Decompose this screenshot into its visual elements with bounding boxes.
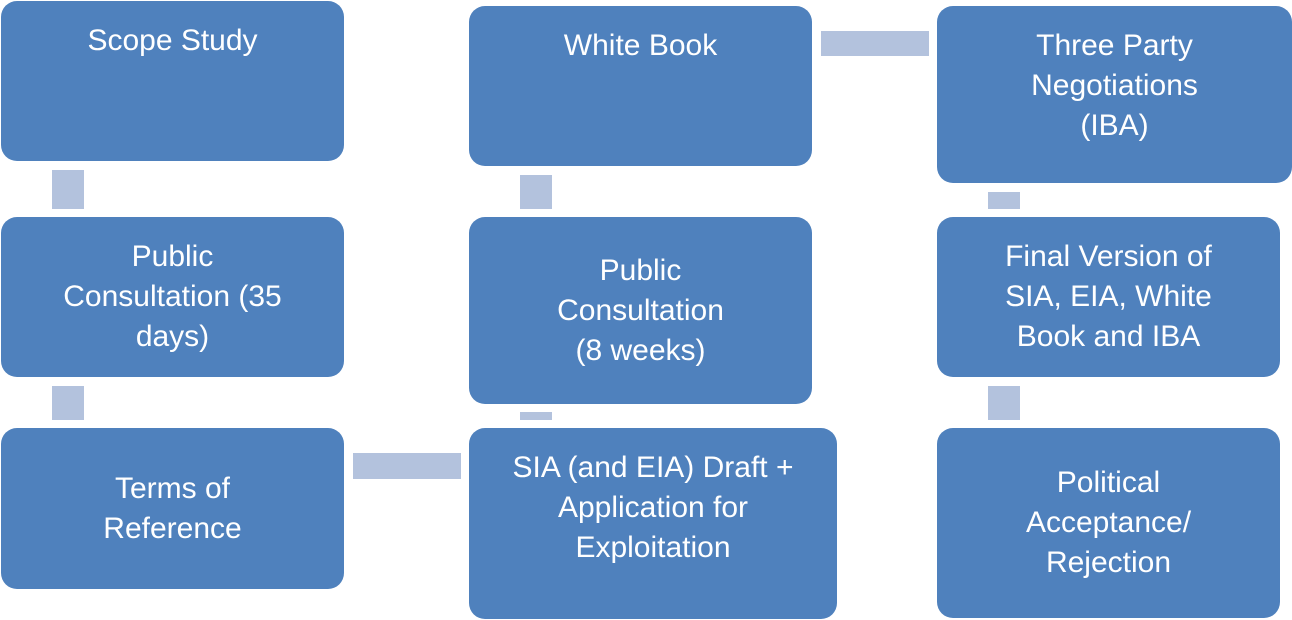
connector-sia-to-consultation8w [520,412,552,420]
node-label: Political Acceptance/ Rejection [1025,466,1192,579]
connector-consultation-to-terms [52,386,84,420]
node-label: Final Version of SIA, EIA, White Book an… [1005,240,1212,353]
node-label: SIA (and EIA) Draft + Application for Ex… [512,451,794,564]
node-sia-draft: SIA (and EIA) Draft + Application for Ex… [469,428,837,619]
node-final-version: Final Version of SIA, EIA, White Book an… [937,217,1280,377]
node-white-book: White Book [469,6,812,166]
node-public-consultation-35: Public Consultation (35 days) [1,217,344,377]
node-terms-of-reference: Terms of Reference [1,428,344,589]
node-label: Public Consultation (8 weeks) [557,253,724,367]
node-label: White Book [563,29,718,62]
connector-scope-to-consultation [52,170,84,209]
node-three-party: Three Party Negotiations (IBA) [937,6,1292,183]
connector-final-to-political [988,386,1020,420]
connector-consultation8w-to-whitebook [520,175,552,209]
connector-terms-to-sia [353,453,461,479]
node-label: Terms of Reference [103,471,242,545]
connector-whitebook-to-threeparty [821,31,929,56]
node-label: Public Consultation (35 days) [63,240,282,353]
connector-threeparty-to-final [988,192,1020,209]
node-scope-study: Scope Study [1,1,344,161]
node-label: Scope Study [87,24,258,57]
node-label: Three Party Negotiations (IBA) [1031,29,1198,142]
node-public-consultation-8w: Public Consultation (8 weeks) [469,217,812,404]
node-political: Political Acceptance/ Rejection [937,428,1280,618]
